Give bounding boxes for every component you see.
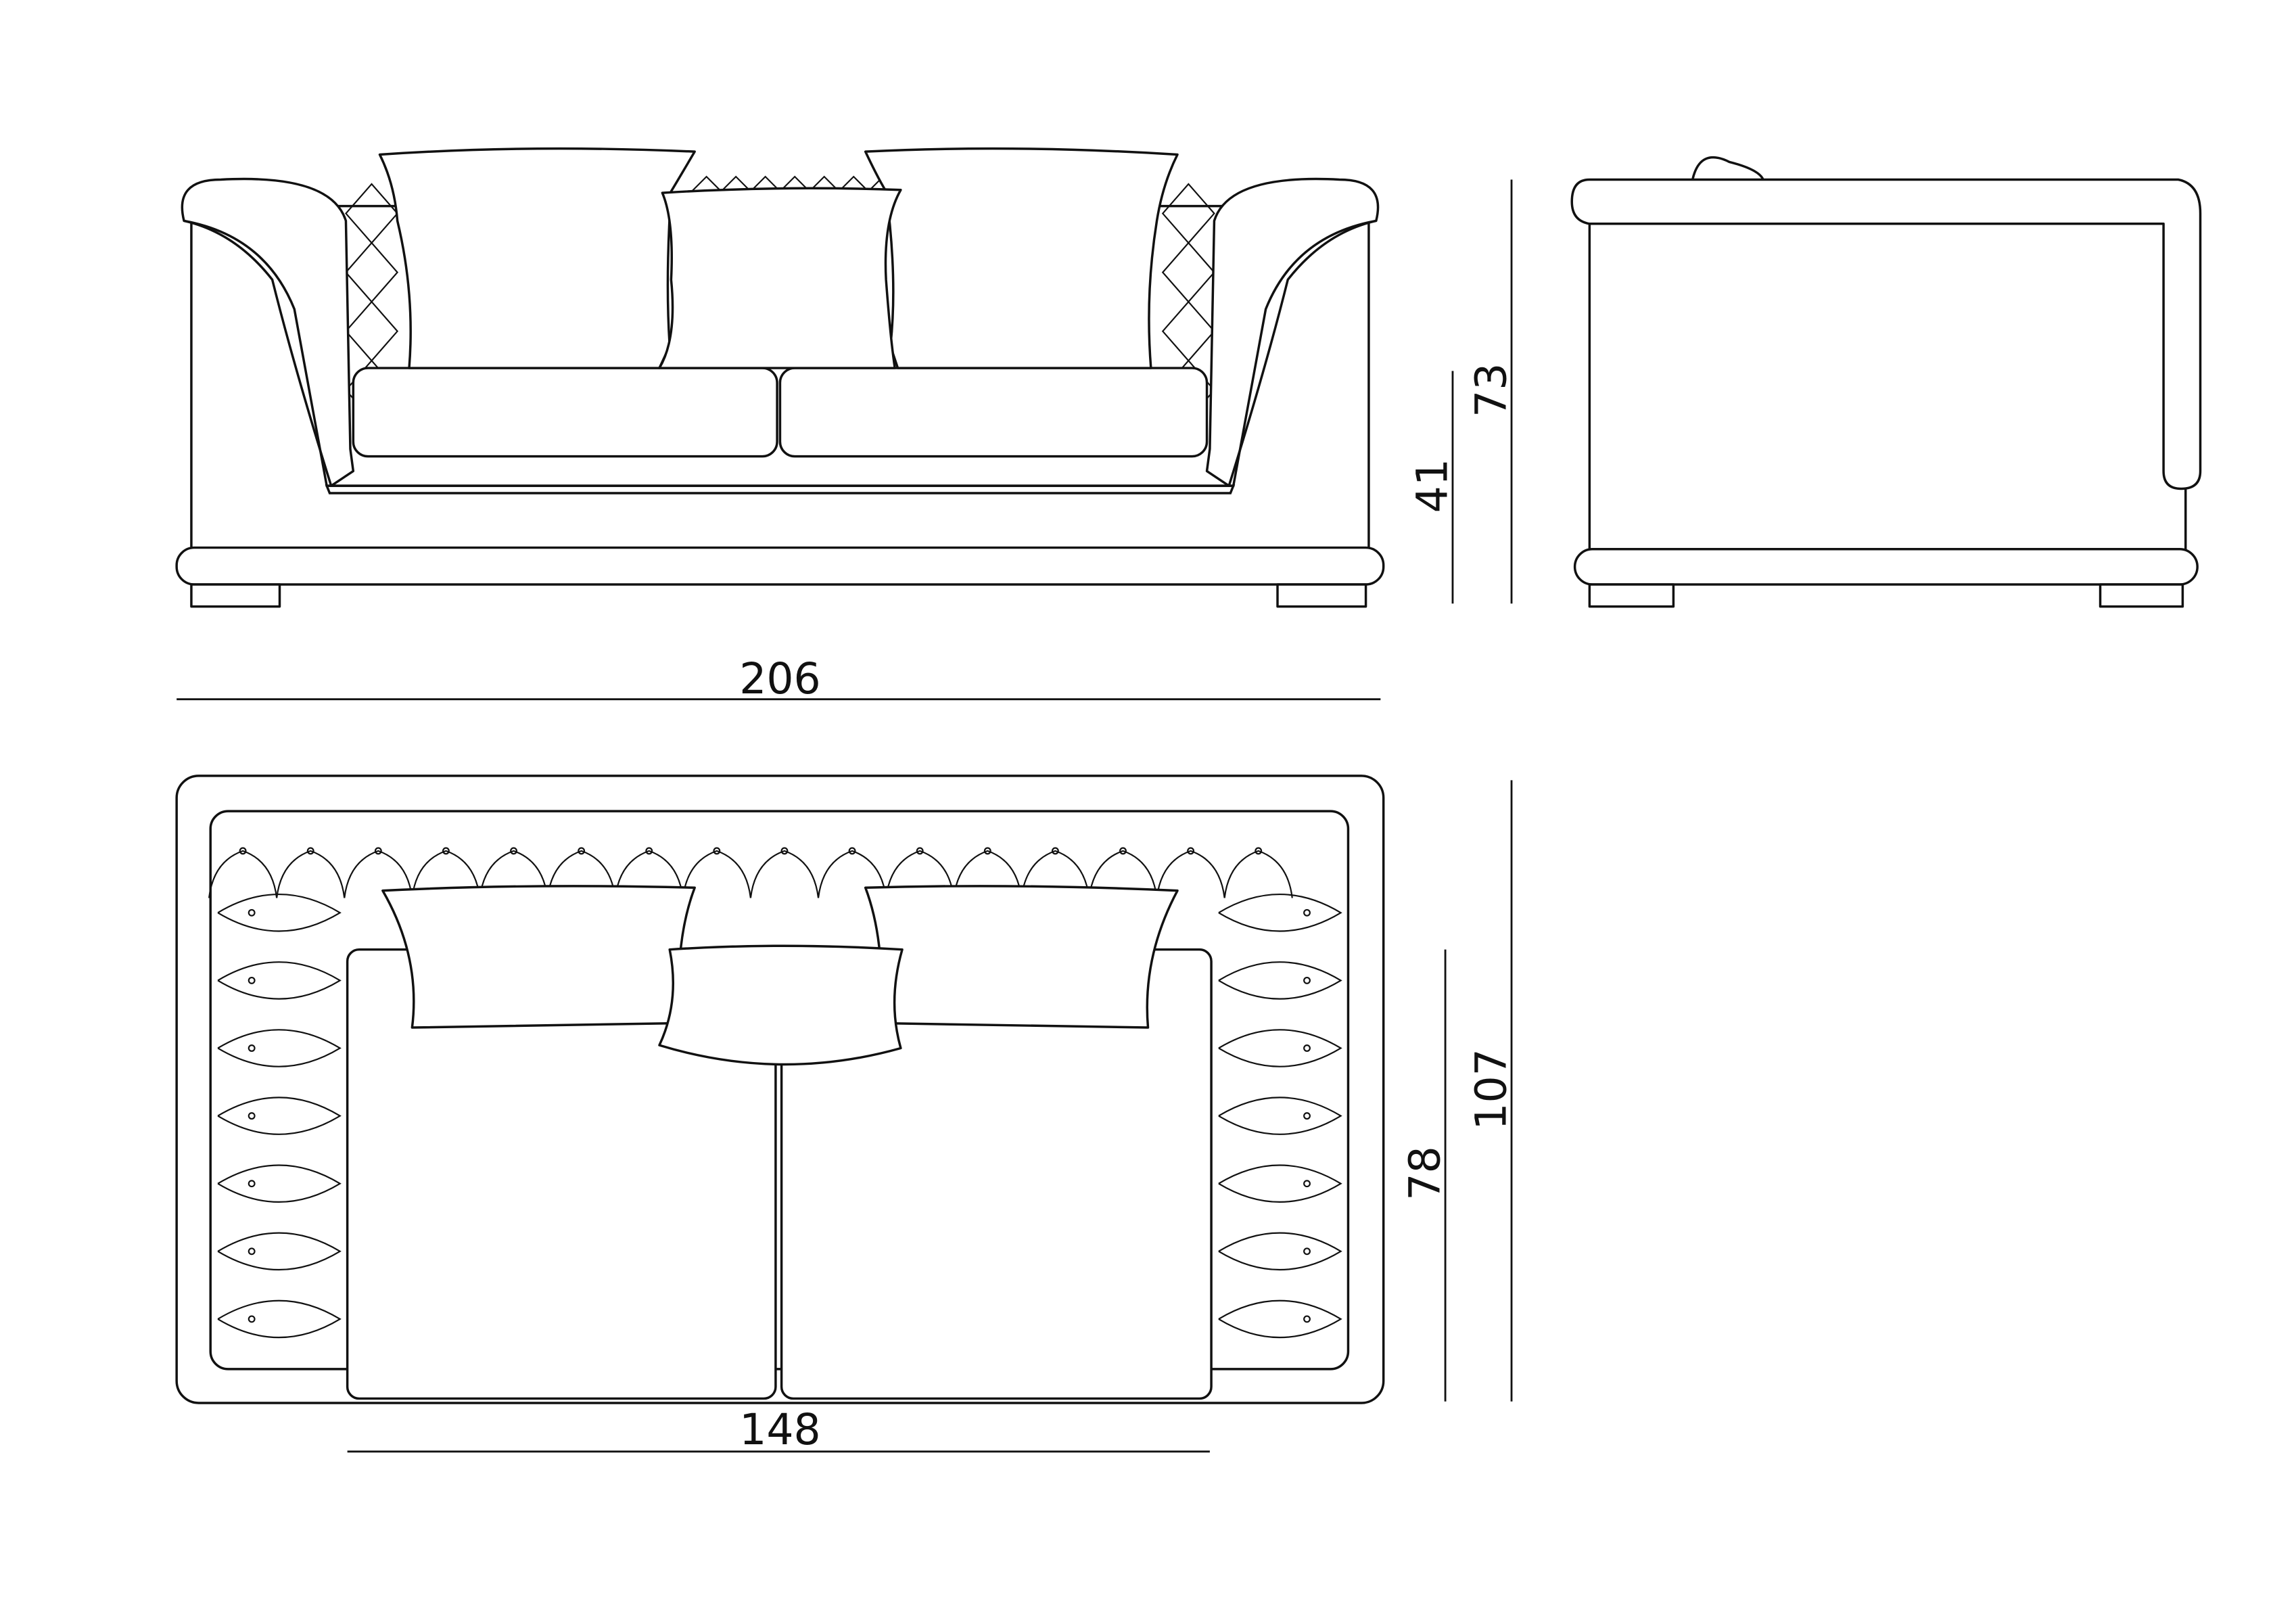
top-tufting — [208, 847, 1342, 1339]
tuft-scallop — [682, 850, 751, 898]
tuft-button — [1255, 847, 1263, 855]
front-view — [175, 147, 1385, 608]
tuft-scallop — [217, 1029, 342, 1067]
tuft-button — [1303, 1180, 1311, 1188]
tuft-diamond — [344, 241, 399, 303]
back-pillow-right — [864, 147, 1179, 369]
tuft-scallop — [885, 850, 955, 898]
tuft-button — [1303, 908, 1311, 917]
tuft-scallop — [817, 850, 887, 898]
tuft-button — [1051, 847, 1059, 855]
tuft-scallop — [217, 961, 342, 1000]
dimension-seat-depth: 78 — [1399, 1146, 1449, 1200]
back-tufting — [344, 175, 1215, 421]
tuft-button — [1303, 1044, 1311, 1052]
tuft-button — [1303, 976, 1311, 984]
tuft-scallop — [1218, 1097, 1342, 1135]
side-body — [1588, 204, 2187, 561]
tuft-scallop — [953, 850, 1023, 898]
tuft-scallop — [276, 850, 346, 898]
dimension-lines: 206 41 73 148 78 107 — [177, 179, 1516, 1454]
tuft-scallop — [749, 850, 820, 898]
tuft-button — [713, 847, 721, 855]
tuft-button — [645, 847, 653, 855]
tuft-scallop — [411, 850, 481, 898]
dimension-seat-width: 148 — [739, 1404, 820, 1454]
front-base — [175, 546, 1385, 586]
top-view — [175, 775, 1385, 1404]
top-center-pillow — [658, 944, 904, 1066]
tuft-scallop — [217, 1232, 342, 1270]
side-base — [1573, 548, 2199, 586]
tuft-button — [1303, 1315, 1311, 1323]
tuft-button — [248, 1044, 256, 1052]
side-arm — [1570, 178, 2202, 490]
tuft-scallop — [344, 850, 413, 898]
tuft-button — [248, 1180, 256, 1188]
tuft-scallop — [217, 1164, 342, 1203]
tuft-button — [374, 847, 382, 855]
tuft-button — [1303, 1112, 1311, 1120]
side-pillow-hint — [1691, 156, 1764, 181]
tuft-scallop — [1218, 1299, 1342, 1339]
tuft-scallop — [208, 850, 278, 898]
dimension-overall-height: 73 — [1466, 363, 1516, 417]
front-foot-left — [190, 583, 281, 608]
front-foot-right — [1276, 583, 1367, 608]
side-foot-right — [2099, 583, 2184, 608]
tuft-button — [916, 847, 924, 855]
tuft-button — [848, 847, 856, 855]
tuft-button — [239, 847, 247, 855]
tuft-diamond — [779, 175, 810, 192]
tuft-diamond — [1161, 183, 1215, 244]
seat-cushion-right — [778, 367, 1209, 458]
dimension-overall-depth: 107 — [1466, 1049, 1516, 1130]
tuft-scallop — [1218, 1029, 1342, 1067]
tuft-scallop — [1218, 1164, 1342, 1203]
tuft-button — [248, 976, 256, 984]
tuft-button — [248, 1112, 256, 1120]
tuft-scallop — [479, 850, 548, 898]
seat-cushion-left — [352, 367, 778, 458]
tuft-diamond — [809, 175, 840, 192]
tuft-scallop — [217, 1097, 342, 1135]
top-pillow-right — [864, 885, 1179, 1029]
dimension-overall-width: 206 — [739, 653, 820, 704]
tuft-diamond — [720, 175, 751, 192]
tuft-button — [248, 1247, 256, 1256]
tuft-scallop — [546, 850, 616, 898]
tuft-scallop — [614, 850, 684, 898]
tuft-button — [248, 908, 256, 917]
dimension-seat-height: 41 — [1407, 459, 1457, 513]
tuft-scallop — [1218, 1232, 1342, 1270]
back-pillow-left — [378, 147, 696, 369]
tuft-scallop — [1156, 850, 1225, 898]
tuft-scallop — [1218, 894, 1342, 932]
tuft-button — [578, 847, 586, 855]
tuft-button — [1187, 847, 1195, 855]
tuft-scallop — [1088, 850, 1158, 898]
tuft-scallop — [1223, 850, 1293, 898]
tuft-button — [983, 847, 991, 855]
side-view — [1570, 156, 2202, 608]
tuft-button — [780, 847, 789, 855]
tuft-diamond — [838, 175, 869, 192]
tuft-button — [306, 847, 314, 855]
tuft-scallop — [217, 894, 342, 932]
center-pillow — [658, 187, 902, 369]
tuft-scallop — [1021, 850, 1090, 898]
tuft-scallop — [217, 1299, 342, 1339]
tuft-button — [510, 847, 517, 855]
top-pillow-left — [381, 885, 696, 1029]
tuft-button — [248, 1315, 256, 1323]
tuft-diamond — [691, 175, 722, 192]
tuft-button — [1119, 847, 1127, 855]
tuft-diamond — [344, 300, 399, 362]
tuft-scallop — [1218, 961, 1342, 1000]
tuft-button — [442, 847, 450, 855]
tuft-button — [1303, 1247, 1311, 1256]
tuft-diamond — [750, 175, 781, 192]
side-foot-left — [1588, 583, 1675, 608]
